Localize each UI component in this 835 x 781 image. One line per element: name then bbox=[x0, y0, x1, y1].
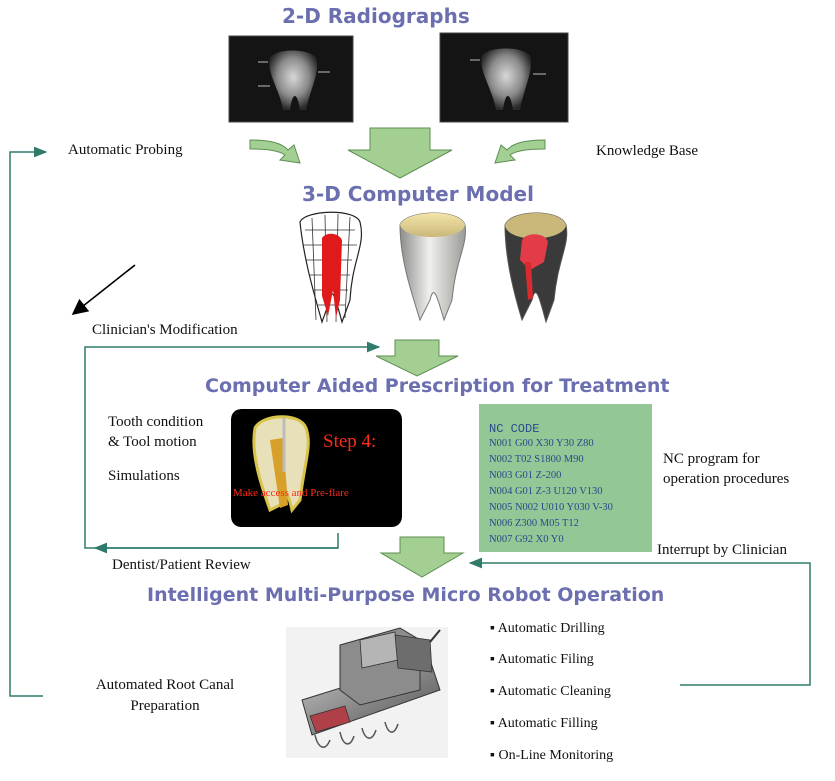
label-dentist-review: Dentist/Patient Review bbox=[112, 557, 251, 573]
heading-3d-model: 3-D Computer Model bbox=[302, 182, 534, 206]
simulation-tooth-graphic bbox=[252, 415, 310, 514]
label-knowledge-base: Knowledge Base bbox=[596, 143, 699, 159]
nc-code-line: N005 N002 U010 Y030 V-30 bbox=[489, 502, 613, 513]
label-tooth-condition: Tooth condition bbox=[108, 414, 204, 430]
simulation-panel: Step 4: Make access and Pre-flare bbox=[231, 409, 402, 527]
curved-arrow-probing bbox=[249, 139, 301, 164]
label-clinician-modification: Clinician's Modification bbox=[92, 322, 238, 338]
radiograph-left bbox=[228, 35, 354, 123]
label-operation-procedures: operation procedures bbox=[663, 471, 790, 487]
nc-code-line: N002 T02 S1800 M90 bbox=[489, 454, 584, 465]
curved-arrow-knowledge bbox=[494, 139, 546, 164]
review-loop-arrow bbox=[84, 341, 381, 549]
robot-function-item: ▪ Automatic Drilling bbox=[490, 621, 605, 636]
interrupt-loop-arrow bbox=[468, 557, 811, 686]
label-root-canal-line2: Preparation bbox=[130, 698, 200, 714]
label-root-canal-line1: Automated Root Canal bbox=[95, 677, 235, 693]
pointer-arrow bbox=[71, 264, 136, 315]
label-simulations: Simulations bbox=[108, 468, 180, 484]
nc-code-line: N004 G01 Z-3 U120 V130 bbox=[489, 486, 603, 497]
label-interrupt-clinician: Interrupt by Clinician bbox=[657, 542, 787, 558]
simulation-caption: Make access and Pre-flare bbox=[233, 487, 349, 499]
label-tool-motion: & Tool motion bbox=[108, 434, 197, 450]
simulation-step: Step 4: bbox=[323, 431, 377, 452]
label-nc-program: NC program for bbox=[663, 451, 760, 467]
sectioned-tooth-model bbox=[504, 212, 568, 324]
nc-code-title: NC CODE bbox=[489, 422, 540, 436]
radiograph-right bbox=[439, 32, 569, 123]
block-arrow-to-robot bbox=[379, 536, 465, 578]
label-automatic-probing: Automatic Probing bbox=[68, 142, 183, 158]
robot-function-item: ▪ On-Line Monitoring bbox=[490, 748, 614, 763]
nc-code-panel: NC CODE N001 G00 X30 Y30 Z80 N002 T02 S1… bbox=[479, 404, 652, 552]
block-arrow-to-prescription bbox=[375, 339, 459, 377]
micro-robot-graphic bbox=[286, 627, 448, 758]
nc-code-line: N007 G92 X0 Y0 bbox=[489, 534, 564, 545]
robot-function-item: ▪ Automatic Filling bbox=[490, 716, 598, 731]
wireframe-tooth-model bbox=[299, 211, 363, 324]
probing-loop-arrow bbox=[9, 146, 48, 697]
robot-function-item: ▪ Automatic Cleaning bbox=[490, 684, 611, 699]
robot-function-item: ▪ Automatic Filing bbox=[490, 652, 594, 667]
block-arrow-to-model bbox=[347, 127, 453, 179]
nc-code-line: N001 G00 X30 Y30 Z80 bbox=[489, 438, 594, 449]
nc-code-line: N006 Z300 M05 T12 bbox=[489, 518, 579, 529]
simulation-backdrop bbox=[231, 409, 402, 527]
heading-robot-operation: Intelligent Multi-Purpose Micro Robot Op… bbox=[147, 584, 665, 606]
heading-radiographs: 2-D Radiographs bbox=[282, 4, 470, 28]
heading-prescription: Computer Aided Prescription for Treatmen… bbox=[205, 375, 670, 397]
nc-code-line: N003 G01 Z-200 bbox=[489, 470, 562, 481]
solid-tooth-model bbox=[399, 212, 466, 322]
